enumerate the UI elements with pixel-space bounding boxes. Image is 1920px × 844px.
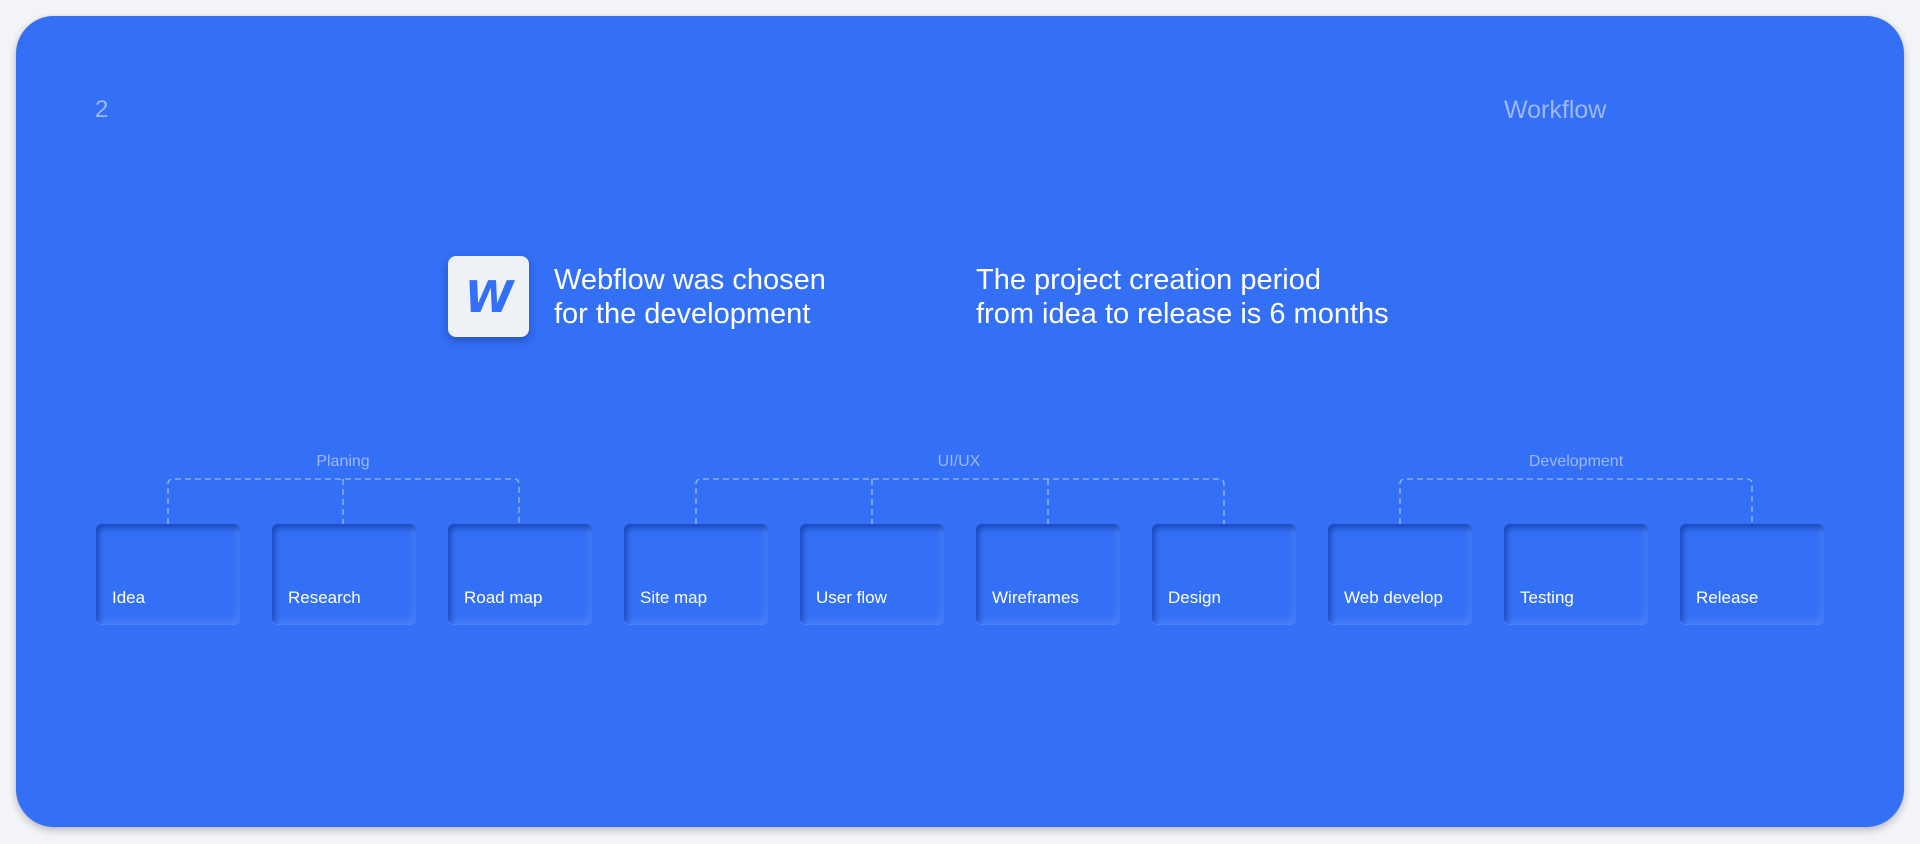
stage-label: Testing (1520, 588, 1574, 607)
stage-label: Web develop (1344, 588, 1443, 607)
webflow-logo-letter: W (464, 274, 515, 320)
stage-card-research[interactable]: Research (272, 524, 416, 624)
slide: 2 Workflow W Webflow was chosen for the … (16, 16, 1904, 827)
headline-period-line-1: The project creation period (976, 264, 1321, 296)
headline-tool: Webflow was chosen for the development (554, 263, 826, 331)
connector-planing (167, 478, 520, 524)
stage-label: Road map (464, 588, 543, 607)
stage-label: Release (1696, 588, 1759, 607)
stage-card-road-map[interactable]: Road map (448, 524, 592, 624)
stage-card-release[interactable]: Release (1680, 524, 1824, 624)
stage-card-wireframes[interactable]: Wireframes (976, 524, 1120, 624)
stage-label: Idea (112, 588, 146, 607)
group-label-uiux: UI/UX (937, 453, 981, 470)
stage-card-idea[interactable]: Idea (96, 524, 240, 624)
stage-card-design[interactable]: Design (1152, 524, 1296, 624)
stage-card-user-flow[interactable]: User flow (800, 524, 944, 624)
workflow-connectors (167, 478, 1753, 524)
stage-card-site-map[interactable]: Site map (624, 524, 768, 624)
headline-tool-line-1: Webflow was chosen (554, 264, 826, 296)
webflow-logo-icon: W (464, 274, 515, 320)
stage-label: User flow (816, 588, 887, 607)
webflow-logo: W (448, 256, 529, 337)
connector-uiux (695, 478, 1225, 524)
headline-period-line-2: from idea to release is 6 months (976, 298, 1389, 330)
connector-development (1399, 478, 1753, 524)
stage-label: Design (1168, 588, 1221, 607)
stage-card-testing[interactable]: Testing (1504, 524, 1648, 624)
section-title: Workflow (1504, 96, 1607, 124)
stage-card-web-develop[interactable]: Web develop (1328, 524, 1472, 624)
headline-period: The project creation period from idea to… (976, 263, 1389, 331)
headline-tool-line-2: for the development (554, 298, 811, 330)
page-number: 2 (95, 96, 109, 123)
group-label-development: Development (1528, 453, 1624, 470)
stage-label: Wireframes (992, 588, 1079, 607)
stage-label: Site map (640, 588, 708, 607)
group-label-planing: Planing (316, 453, 370, 470)
stage-label: Research (288, 588, 361, 607)
